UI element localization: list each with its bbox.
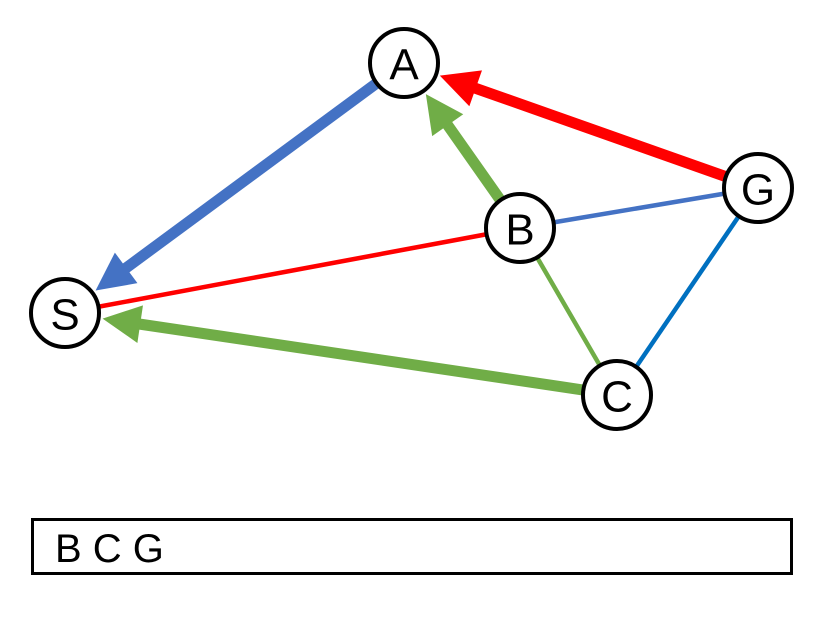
edge-line [137,318,585,396]
node-circle [29,277,101,349]
node-circle [484,192,556,264]
edge-line [471,82,728,182]
edge-line [535,256,602,367]
nodes-layer: A B C G S [29,27,794,431]
edge-line [442,120,505,204]
arrowhead [102,305,143,343]
node-b: B [484,192,556,264]
node-label: C [601,373,633,422]
node-circle [581,359,653,431]
edge-line [121,78,380,274]
arrowhead [425,94,464,137]
node-circle [722,152,794,224]
sequence-box: B C G [31,518,793,575]
node-g: G [722,152,794,224]
edge-c-s [102,305,585,396]
node-a: A [368,27,440,99]
edges-layer [95,70,741,396]
edge-a-s [95,78,380,291]
edge-b-a [425,94,505,204]
node-label: B [505,206,534,255]
sequence-text: B C G [55,527,164,571]
node-label: A [389,41,419,90]
edge-c-g [634,214,741,369]
edge-b-c [535,256,602,367]
arrowhead [439,70,482,107]
edge-s-b [98,232,487,309]
edge-line [98,232,487,309]
edge-line [553,191,725,225]
node-circle [368,27,440,99]
edge-g-a [439,70,728,182]
node-label: G [741,166,775,215]
node-label: S [50,291,79,340]
graph-diagram: A B C G S [29,27,794,431]
node-c: C [581,359,653,431]
edge-line [634,214,741,369]
edge-b-g [553,191,725,225]
arrowhead [95,252,138,291]
node-s: S [29,277,101,349]
